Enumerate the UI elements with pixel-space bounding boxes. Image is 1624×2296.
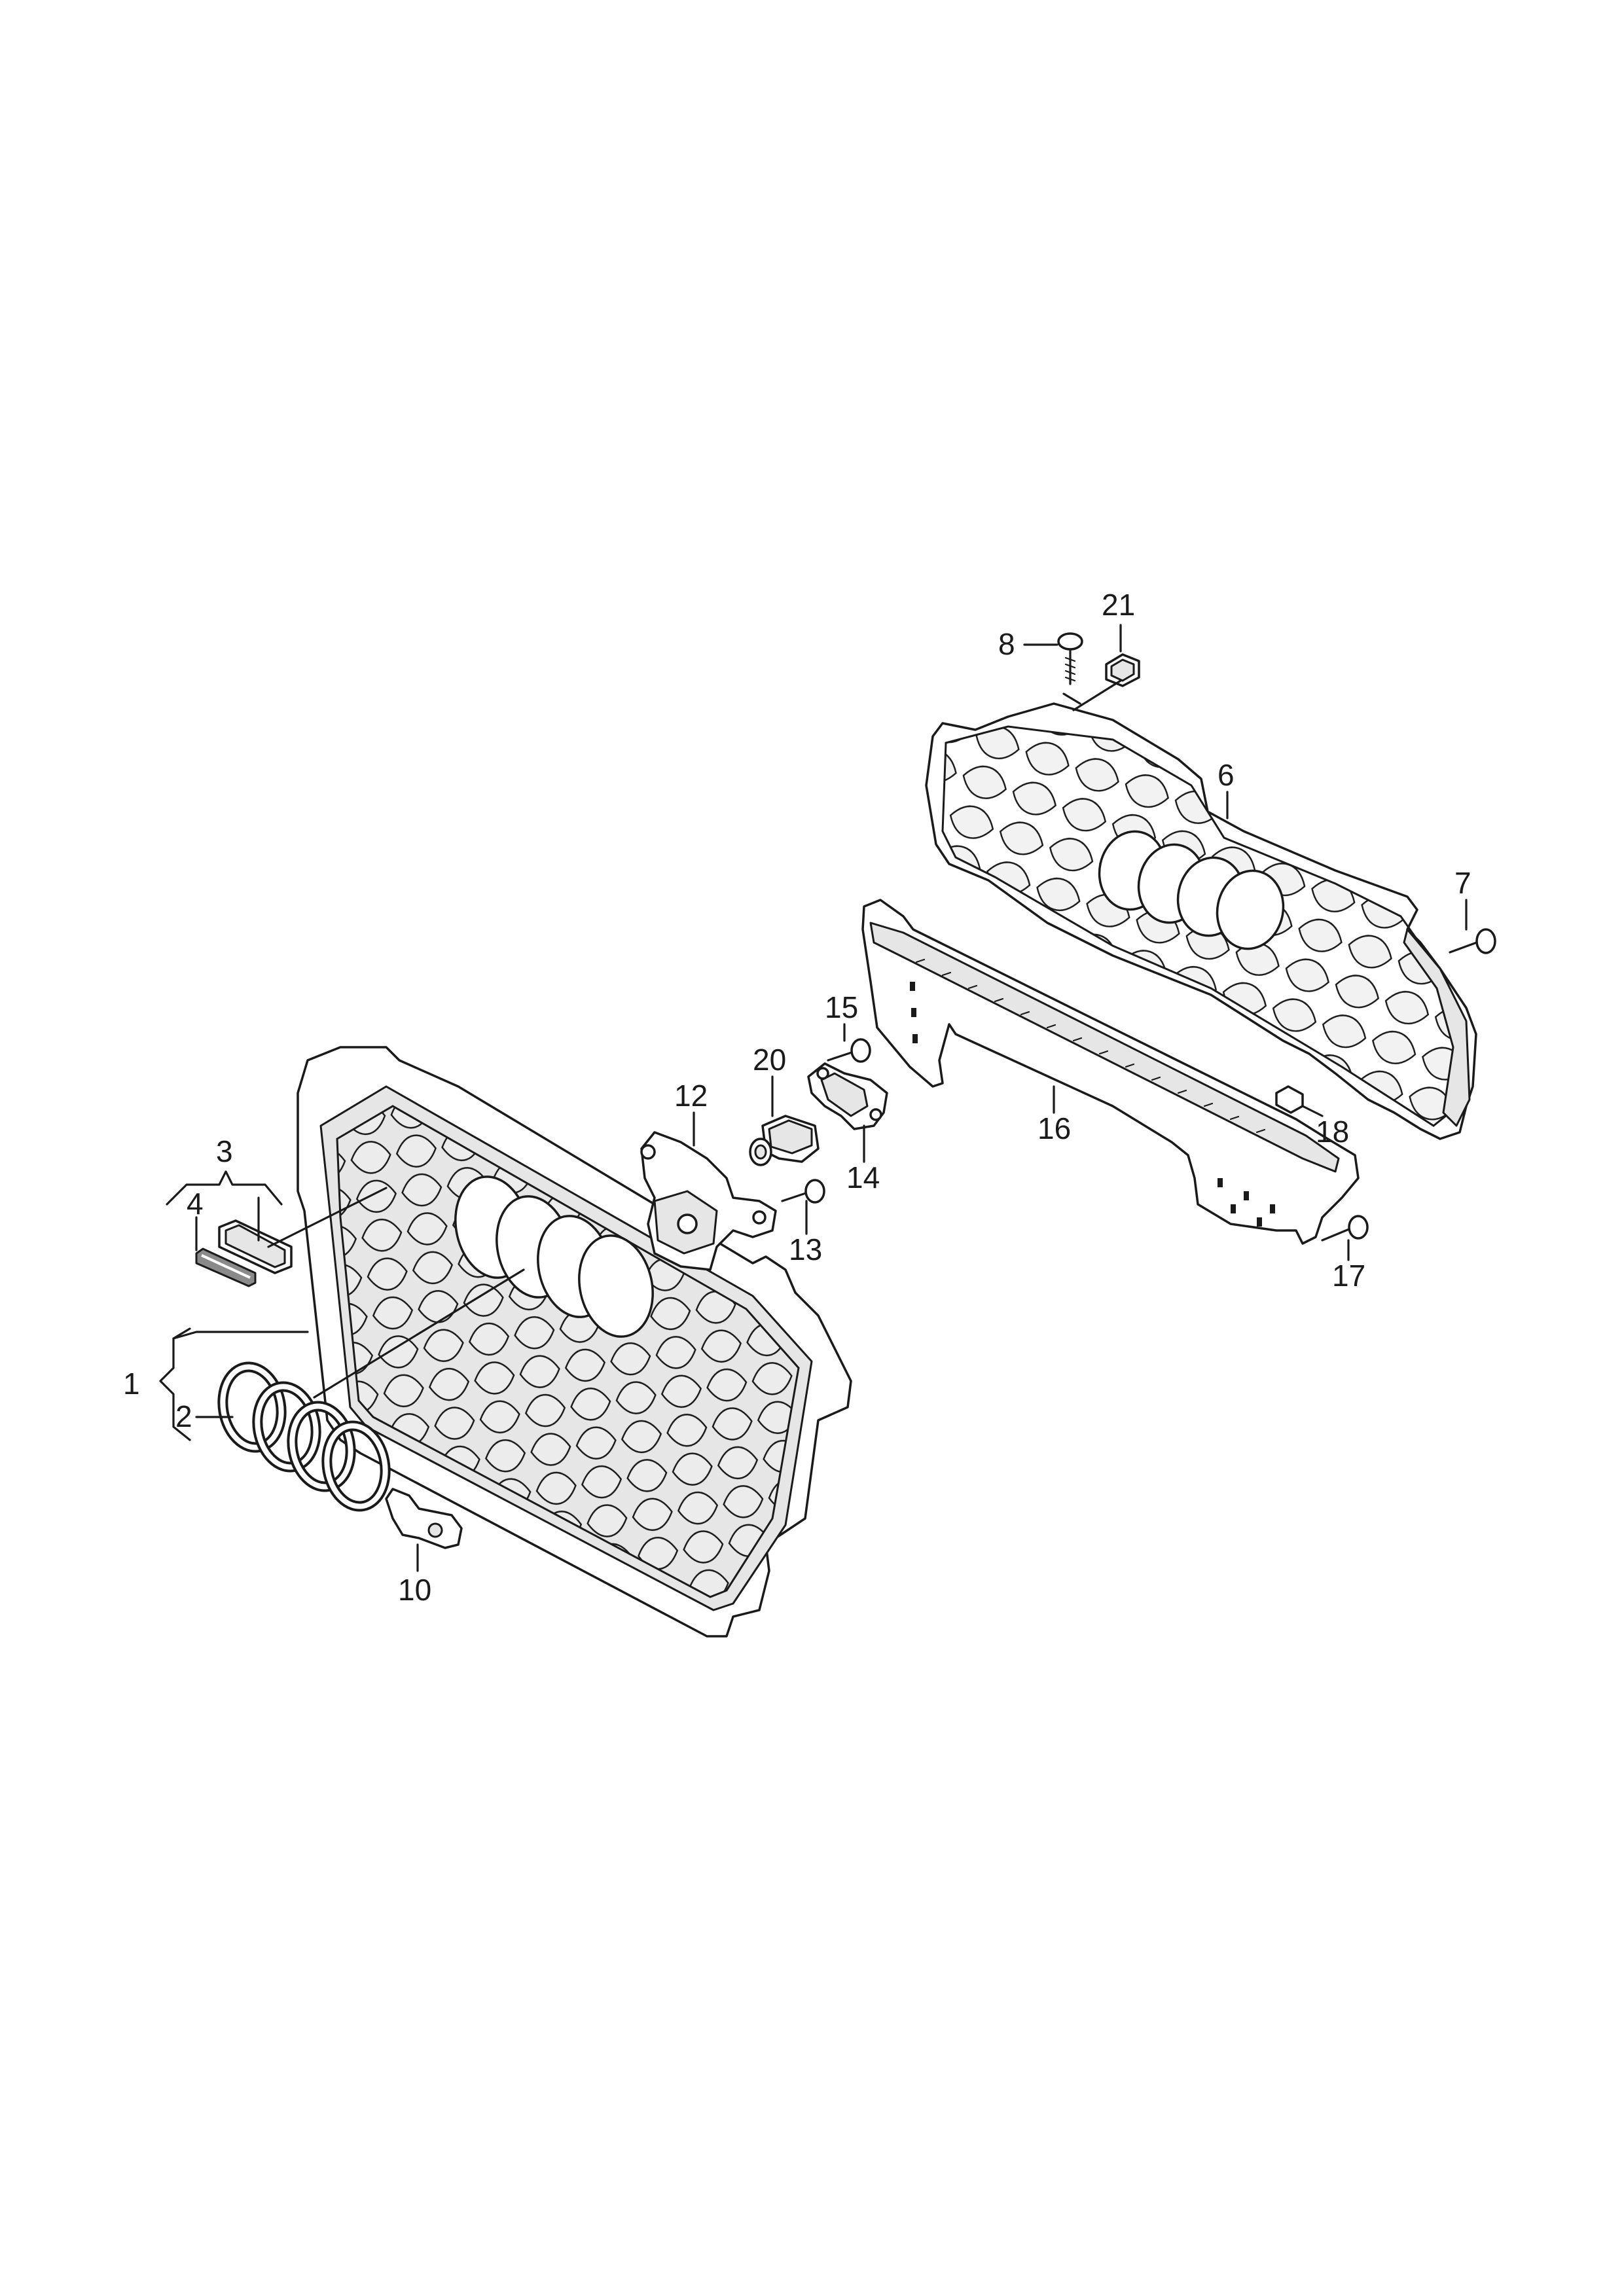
radiator-grille — [297, 1046, 852, 1638]
callout-13: 13 — [789, 1232, 822, 1266]
camera-unit — [749, 1115, 820, 1166]
callout-6: 6 — [1218, 758, 1235, 792]
callout-1: 1 — [123, 1367, 140, 1401]
callout-2: 2 — [175, 1399, 192, 1433]
callout-8: 8 — [998, 627, 1015, 661]
screw-8 — [1057, 632, 1083, 685]
callout-12: 12 — [674, 1079, 708, 1113]
callout-21: 21 — [1102, 588, 1135, 622]
callout-15: 15 — [825, 990, 858, 1024]
frame-rings-cutout — [1098, 830, 1285, 950]
cover-part-10 — [385, 1488, 463, 1549]
camera-housing — [640, 1131, 777, 1271]
screw-15 — [827, 1038, 871, 1063]
clip-21 — [1105, 653, 1140, 687]
rings-emblem — [217, 1361, 391, 1512]
callout-14: 14 — [846, 1160, 880, 1194]
callout-3: 3 — [216, 1134, 233, 1168]
clip-18 — [1275, 1085, 1304, 1114]
callout-16: 16 — [1038, 1111, 1071, 1145]
screw-7 — [1449, 928, 1496, 954]
leader-lines — [159, 624, 1468, 1572]
callout-10: 10 — [398, 1573, 431, 1607]
callout-20: 20 — [753, 1043, 786, 1077]
callout-18: 18 — [1316, 1115, 1349, 1149]
carrier-strip — [861, 899, 1360, 1245]
badge-emblem — [195, 1247, 257, 1287]
camera-bracket — [807, 1062, 888, 1130]
callout-4: 4 — [187, 1187, 204, 1221]
badge-bracket — [218, 1219, 293, 1274]
screw-17 — [1321, 1215, 1369, 1242]
grille-frame — [925, 702, 1477, 1140]
screw-13 — [781, 1179, 825, 1204]
callout-7: 7 — [1454, 866, 1471, 900]
grille-rings-emblem — [454, 1175, 654, 1338]
callout-labels: 1 2 3 4 6 7 8 10 12 13 14 15 16 17 18 20… — [123, 588, 1471, 1607]
callout-17: 17 — [1332, 1259, 1365, 1293]
